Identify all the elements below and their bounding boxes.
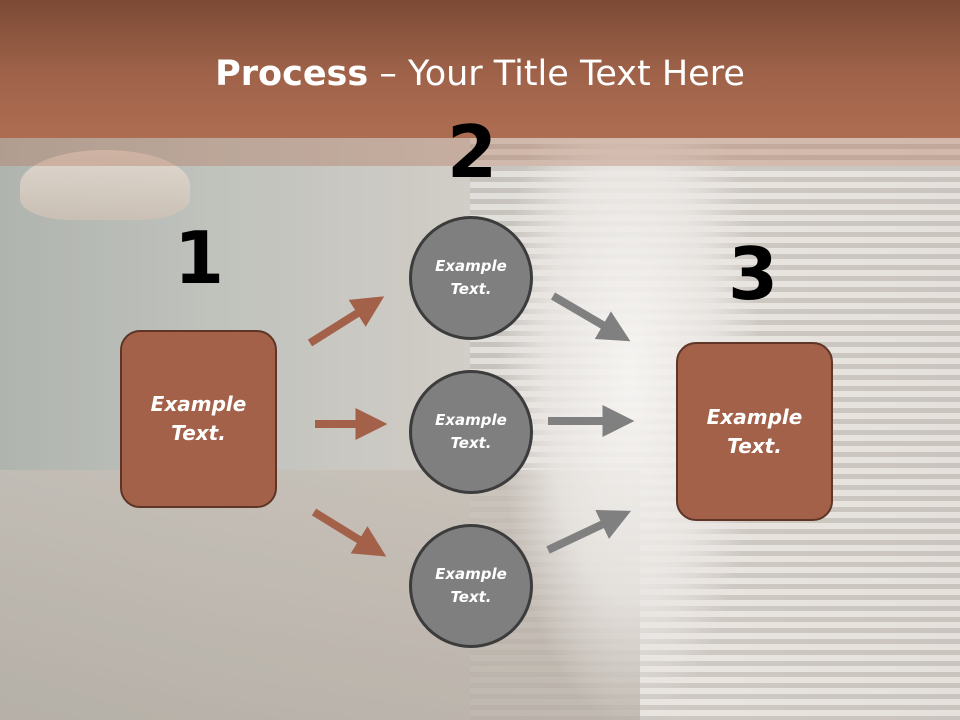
step-number-1: 1: [173, 216, 225, 300]
title-strip: [0, 138, 960, 166]
circle-text-line-1: Example: [435, 565, 507, 583]
slide-title[interactable]: Process – Your Title Text Here: [0, 52, 960, 96]
step-1-text-line-1: Example: [150, 392, 247, 416]
step-3-box[interactable]: Example Text.: [676, 342, 833, 521]
step-1-text: Example Text.: [151, 390, 247, 448]
step-number-2: 2: [446, 110, 498, 194]
step-3-text-line-2: Text.: [727, 433, 782, 458]
step-number-3: 3: [727, 232, 779, 316]
arrow-right-gray-down: [550, 292, 631, 342]
step-2-circle-top[interactable]: Example Text.: [409, 216, 533, 340]
arrow-right-brown-down: [311, 508, 387, 557]
circle-text-line-2: Text.: [450, 280, 492, 298]
arrow-right-gray-up: [546, 510, 632, 554]
circle-text-line-1: Example: [435, 257, 507, 275]
title-bold: Process: [215, 54, 369, 94]
circle-text-line-1: Example: [435, 411, 507, 429]
circle-text-line-2: Text.: [450, 434, 492, 452]
title-rest: – Your Title Text Here: [368, 54, 745, 94]
title-band: [0, 0, 960, 138]
step-2-circle-middle[interactable]: Example Text.: [409, 370, 533, 494]
step-3-text-line-1: Example: [706, 404, 803, 429]
lamp-shade: [20, 150, 190, 220]
circle-text-line-2: Text.: [450, 588, 492, 606]
step-1-text-line-2: Text.: [171, 421, 226, 445]
circle-text: Example Text.: [435, 563, 507, 609]
step-2-circle-bottom[interactable]: Example Text.: [409, 524, 533, 648]
step-3-text: Example Text.: [707, 403, 803, 461]
circle-text: Example Text.: [435, 255, 507, 301]
step-1-box[interactable]: Example Text.: [120, 330, 277, 508]
arrow-right-brown-up: [307, 296, 385, 347]
circle-text: Example Text.: [435, 409, 507, 455]
